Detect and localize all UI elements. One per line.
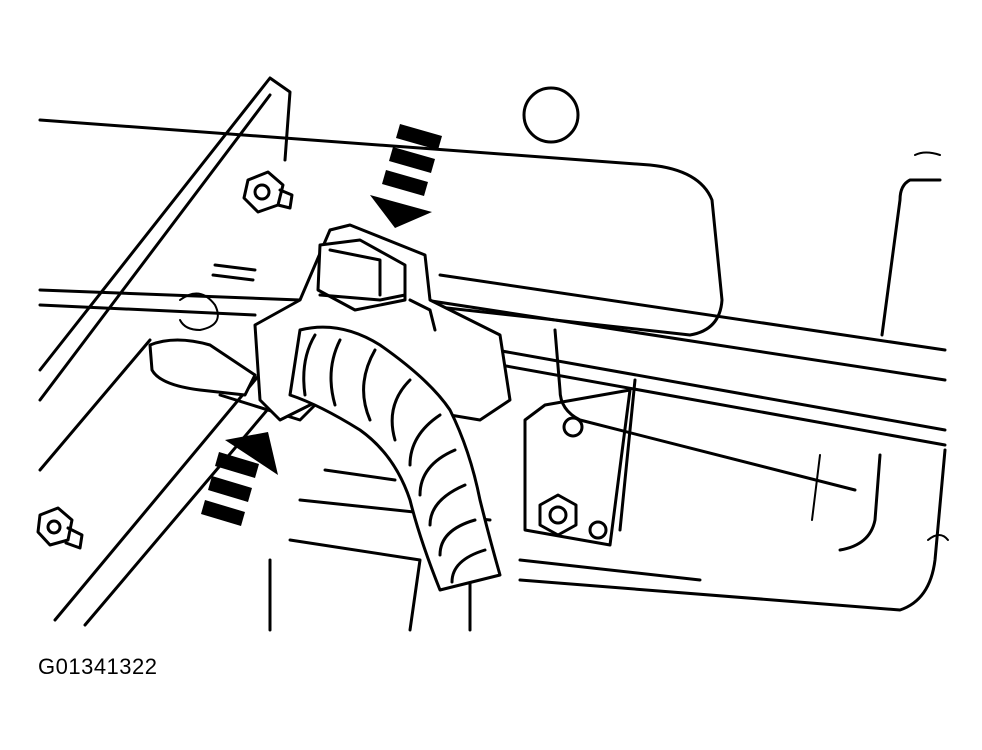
lower-right-panel [518,328,949,612]
figure-code: G01341322 [38,654,158,679]
body-panel-outline [38,118,947,447]
mounting-bracket [523,388,632,547]
panel-hole [522,86,580,144]
arrow-down-left-icon [370,124,442,228]
wire-harness [288,325,502,592]
connector-diagram [36,76,949,632]
retaining-clip [148,338,317,422]
bolt-icon [242,170,294,214]
arrow-up-right-icon [201,432,278,526]
bolt-icon [36,506,84,550]
bolt-icon [538,493,578,537]
